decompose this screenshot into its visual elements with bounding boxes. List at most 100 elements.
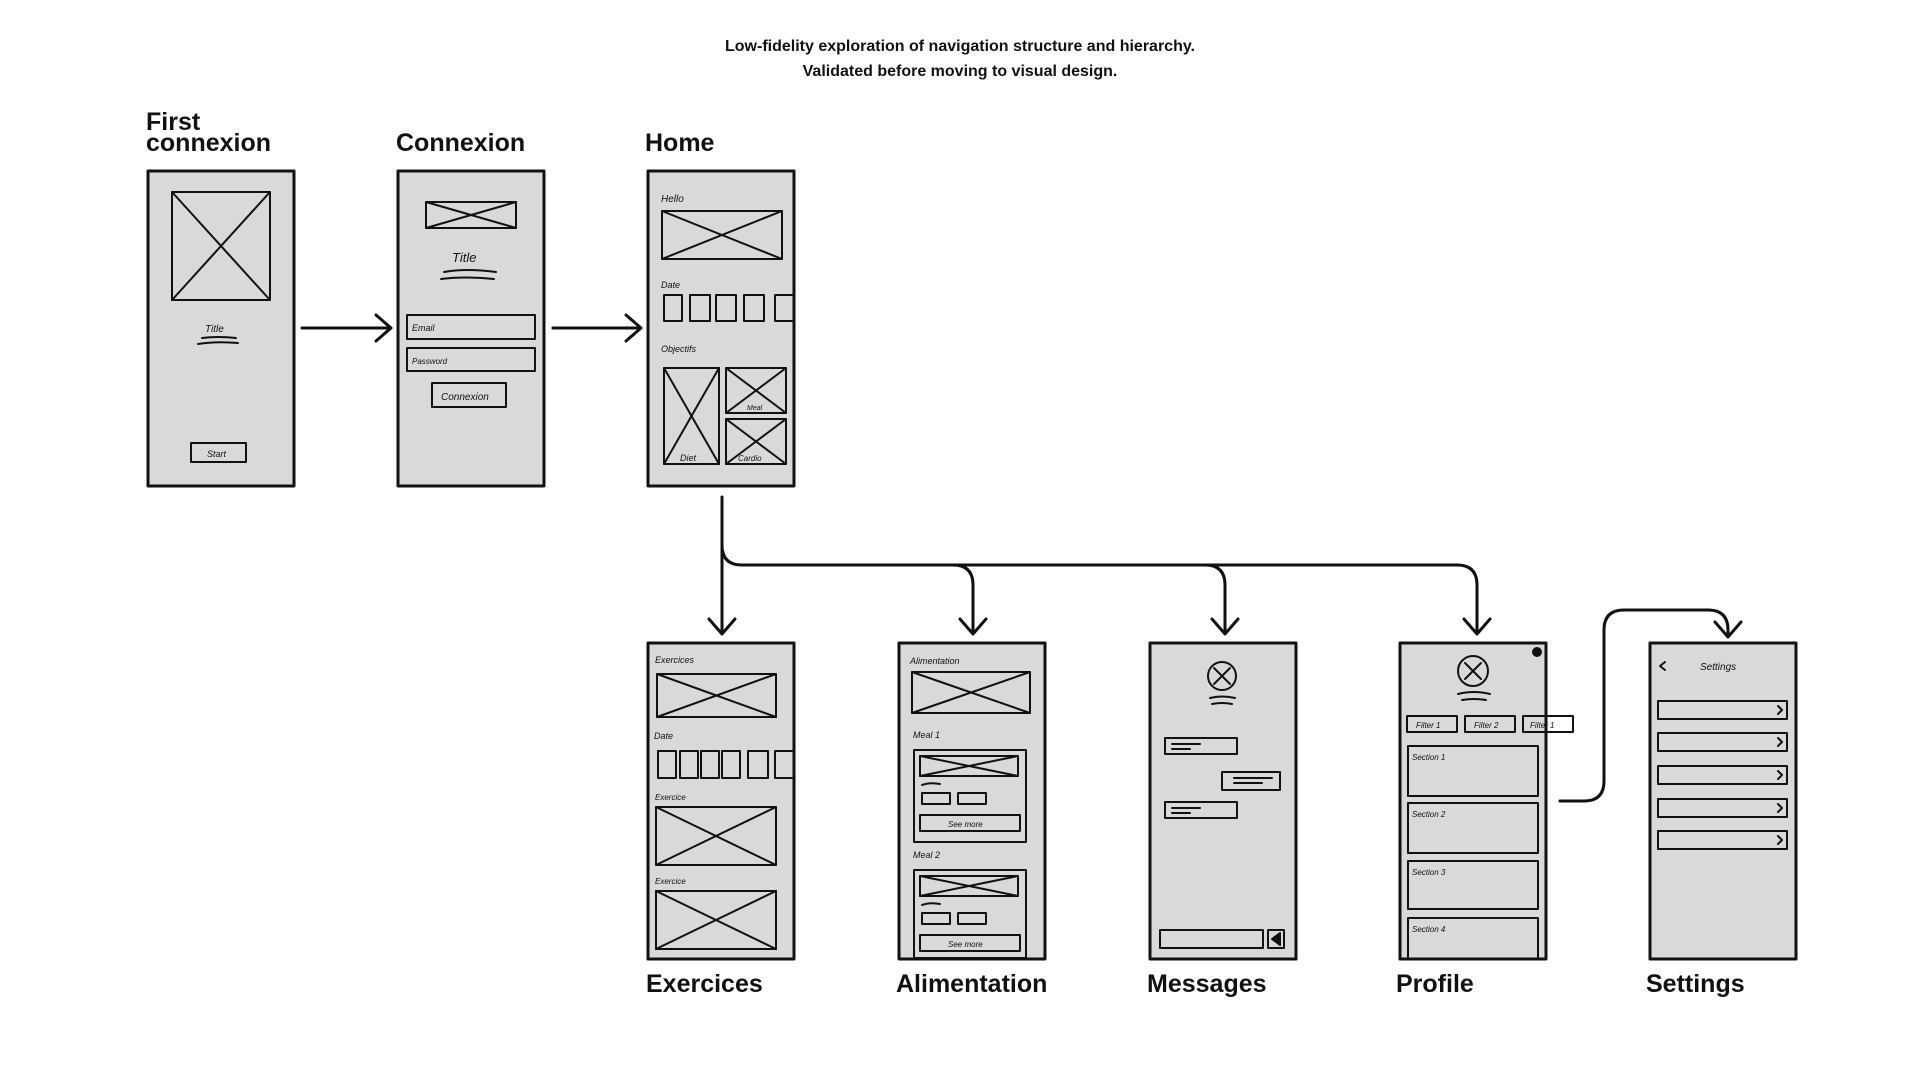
arrowhead-alimentation — [958, 617, 988, 636]
branch-to-alimentation — [951, 563, 975, 635]
section-4-label: Section 4 — [1412, 925, 1446, 934]
section-1-label: Section 1 — [1412, 753, 1445, 762]
avatar — [1207, 661, 1237, 691]
cardio-label: Cardio — [738, 454, 762, 463]
see-more-label: See more — [948, 820, 983, 829]
start-button-label: Start — [207, 449, 227, 459]
alimentation-header: Alimentation — [909, 656, 960, 666]
settings-row-2[interactable] — [1657, 732, 1788, 752]
placeholder-banner — [911, 671, 1031, 714]
chevron-right-icon — [1777, 835, 1783, 845]
placeholder-banner — [656, 673, 777, 718]
start-button[interactable] — [190, 442, 247, 463]
title-home: Home — [645, 129, 715, 157]
arrow-first-to-connexion — [300, 313, 393, 343]
screen-alimentation: Alimentation Meal 1 See more Meal 2 — [897, 641, 1047, 961]
arrowhead-profile — [1462, 617, 1492, 636]
placeholder-logo — [425, 201, 517, 229]
scribble-lines — [197, 336, 239, 345]
branch-to-messages — [1203, 563, 1227, 635]
password-field[interactable] — [406, 347, 536, 372]
screen-exercices: Exercices Date Exercice Exercice — [646, 641, 796, 961]
date-picker[interactable] — [663, 294, 795, 322]
cardio-card[interactable] — [725, 418, 787, 465]
scribble-lines — [1209, 695, 1236, 705]
exercice-card-1[interactable] — [655, 806, 777, 866]
title-profile: Profile — [1396, 970, 1474, 998]
chevron-right-icon — [1777, 803, 1783, 813]
exercices-header: Exercices — [655, 655, 695, 665]
exercice-card-2[interactable] — [655, 890, 777, 950]
message-input[interactable] — [1159, 929, 1264, 949]
title-first-connexion: First connexion — [146, 108, 272, 157]
placeholder-banner — [661, 210, 783, 260]
filter-chip-1[interactable] — [1406, 715, 1458, 733]
date-label: Date — [654, 731, 673, 741]
section-2-label: Section 2 — [1412, 810, 1446, 819]
date-picker[interactable] — [657, 750, 795, 779]
see-more-button[interactable] — [919, 934, 1021, 952]
section-card-2[interactable] — [1407, 802, 1539, 854]
filter-chip-3-label: Filter 1 — [1530, 721, 1554, 730]
message-bubble-received-1 — [1164, 737, 1238, 755]
send-icon[interactable] — [1267, 929, 1285, 949]
screen-settings: Settings — [1648, 641, 1798, 961]
filter-chip-3[interactable] — [1522, 715, 1574, 733]
connexion-button[interactable] — [431, 382, 507, 408]
arrowhead-messages — [1210, 617, 1240, 636]
chevron-right-icon — [1777, 705, 1783, 715]
title-messages: Messages — [1147, 970, 1267, 998]
home-branch-connectors — [707, 495, 1492, 636]
meal-card[interactable] — [725, 367, 787, 414]
diet-card[interactable] — [663, 367, 720, 465]
filter-chip-2[interactable] — [1464, 715, 1516, 733]
see-more-label: See more — [948, 940, 983, 949]
chevron-right-icon — [1777, 737, 1783, 747]
screen-profile: Filter 1 Filter 2 Filter 1 Section 1 Sec… — [1398, 641, 1574, 961]
settings-header: Settings — [1700, 662, 1736, 673]
section-3-label: Section 3 — [1412, 868, 1446, 877]
section-card-1[interactable] — [1407, 745, 1539, 797]
sketch-label-title: Title — [205, 324, 224, 335]
back-arrow-icon[interactable] — [1659, 661, 1666, 671]
chevron-right-icon — [1777, 770, 1783, 780]
screen-connexion: Title Email Password Connexion — [396, 169, 546, 488]
screen-home: Hello Date Objectifs Diet Meal — [646, 169, 796, 488]
message-bubble-received-2 — [1164, 801, 1238, 819]
meal1-label: Meal 1 — [913, 730, 940, 740]
settings-row-1[interactable] — [1657, 700, 1788, 720]
arrow-connexion-to-home — [551, 313, 643, 343]
placeholder-image — [171, 191, 271, 301]
see-more-button[interactable] — [919, 814, 1021, 832]
connexion-button-label: Connexion — [441, 392, 489, 403]
main-branch-line — [720, 495, 1479, 635]
meal-card-1[interactable]: See more — [913, 749, 1027, 843]
arrow-profile-to-settings — [1558, 608, 1743, 803]
date-label: Date — [661, 280, 680, 290]
meal-card-2[interactable]: See more — [913, 869, 1027, 959]
exercice-label-2: Exercice — [655, 877, 686, 886]
screen-first-connexion: Title Start — [146, 169, 296, 488]
filter-chip-1-label: Filter 1 — [1416, 721, 1440, 730]
title-connexion: Connexion — [396, 129, 526, 157]
email-field[interactable] — [406, 314, 536, 340]
diagram-caption: Low-fidelity exploration of navigation s… — [600, 34, 1320, 84]
password-label: Password — [412, 357, 448, 366]
settings-row-4[interactable] — [1657, 798, 1788, 818]
title-settings: Settings — [1646, 970, 1745, 998]
gear-icon[interactable] — [1532, 647, 1542, 657]
section-card-4[interactable] — [1407, 917, 1539, 958]
section-card-3[interactable] — [1407, 860, 1539, 910]
settings-row-5[interactable] — [1657, 830, 1788, 850]
title-alimentation: Alimentation — [896, 970, 1048, 998]
objectifs-label: Objectifs — [661, 344, 697, 354]
avatar — [1457, 655, 1489, 687]
screen-messages — [1148, 641, 1298, 961]
settings-row-3[interactable] — [1657, 765, 1788, 785]
exercice-label-1: Exercice — [655, 793, 686, 802]
arrowhead-exercices — [707, 617, 737, 636]
scribble-lines — [1457, 691, 1491, 701]
sketch-label-title: Title — [452, 250, 476, 265]
meal-label: Meal — [747, 405, 763, 412]
